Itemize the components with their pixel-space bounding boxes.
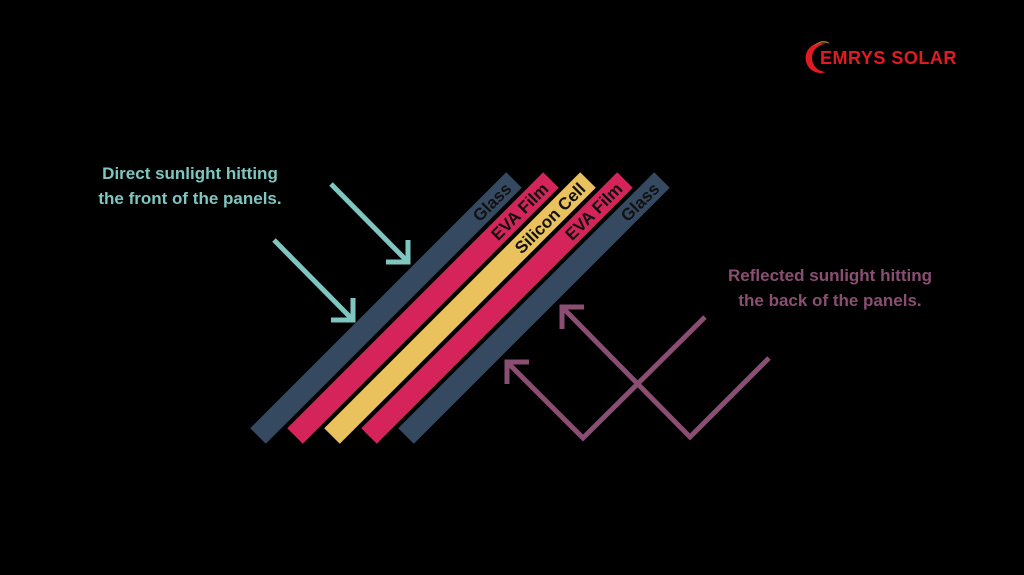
direct-arrow-1-head — [386, 240, 411, 265]
panel-layer-strip — [324, 172, 596, 444]
reflected-sunlight-caption: Reflected sunlight hitting the back of t… — [680, 263, 980, 313]
brand-logo: EMRYS SOLAR — [800, 38, 1000, 78]
direct-arrow-2-head — [331, 298, 356, 323]
sun-icon — [805, 41, 830, 73]
panel-layer-1: Glass — [250, 172, 522, 444]
direct-arrow-2-shaft — [272, 238, 355, 322]
panel-layer-strip — [287, 172, 559, 444]
reflected-sunlight-caption-line-2: the back of the panels. — [738, 291, 922, 310]
reflected-arrow-2-path — [560, 305, 771, 441]
sun-arc-outer — [805, 43, 826, 73]
arrow-down-right-icon — [272, 238, 356, 323]
reflected-arrow-2-head — [559, 304, 584, 329]
reflected-arrow-1-path — [505, 315, 707, 442]
panel-layer-strip — [250, 172, 522, 444]
arrow-up-left-icon — [504, 315, 707, 442]
panel-layer-strip — [398, 172, 670, 444]
direct-sunlight-caption: Direct sunlight hitting the front of the… — [40, 161, 340, 211]
panel-layer-3: Silicon Cell — [324, 172, 596, 444]
direct-sunlight-caption-line-1: Direct sunlight hitting — [102, 164, 278, 183]
arrow-down-right-icon — [329, 182, 411, 265]
panel-layer-2: EVA Film — [287, 172, 559, 444]
panel-layer-4: EVA Film — [361, 172, 633, 444]
panel-layer-5: Glass — [398, 172, 670, 444]
reflected-sunlight-caption-line-1: Reflected sunlight hitting — [728, 266, 932, 285]
direct-sunlight-arrows — [272, 182, 411, 323]
direct-arrow-1-shaft — [329, 182, 410, 264]
arrow-up-left-icon — [559, 304, 771, 441]
brand-name: EMRYS SOLAR — [820, 48, 957, 68]
panel-layer-strip — [361, 172, 633, 444]
reflected-arrow-1-head — [504, 359, 529, 384]
sun-arc-inner — [814, 41, 830, 46]
reflected-sunlight-arrows — [504, 304, 771, 442]
direct-sunlight-caption-line-2: the front of the panels. — [98, 189, 282, 208]
